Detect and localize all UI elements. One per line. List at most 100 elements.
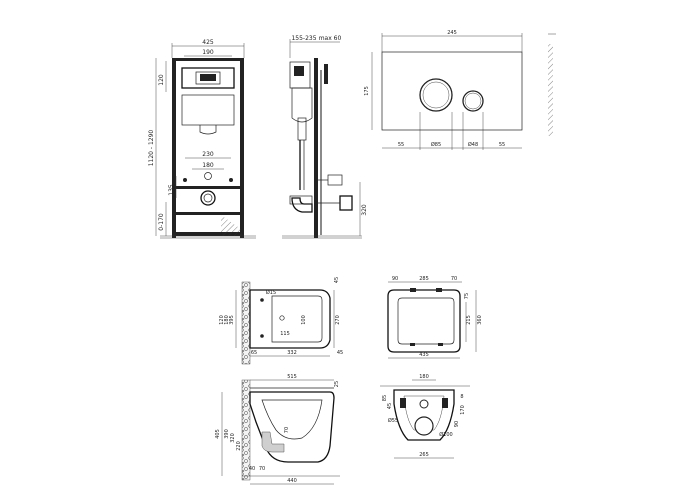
- dim-label-foot: 0-170: [158, 213, 165, 231]
- dim-label-45-top: 45: [334, 277, 340, 283]
- dim-label-8-back: 8: [460, 394, 463, 400]
- dim-label-75-plan: 75: [464, 293, 470, 299]
- flush-plate-profile: [548, 44, 553, 136]
- flush-button-small-inner: [464, 92, 482, 110]
- dim-label-135: 135: [168, 184, 175, 196]
- dim-label-320-side: 320: [230, 433, 236, 443]
- dim-label-425: 425: [202, 39, 214, 46]
- bowl-side-inner: [261, 399, 323, 440]
- dim-label-margin-right: 55: [499, 142, 505, 148]
- bowl-back-outline: [393, 389, 455, 441]
- dim-label-190: 190: [202, 49, 214, 56]
- hinge-left: [410, 288, 416, 292]
- dim-label-90-plan: 90: [392, 276, 398, 282]
- flush-mechanism-inner: [200, 74, 216, 81]
- frame-mid-bar-2: [172, 212, 244, 215]
- dim-label-70-inner: 70: [284, 427, 290, 433]
- dim-label-230: 230: [202, 151, 214, 158]
- drain-outlet-inner: [203, 193, 213, 203]
- flush-plate-front: 245 175 55 Ø85 Ø48 55: [364, 30, 523, 150]
- cistern-box: [181, 94, 235, 126]
- cistern-neck: [199, 125, 217, 135]
- dim-label-215-plan: 215: [466, 315, 472, 325]
- dim-label-70-bottom: 70: [259, 466, 265, 472]
- dim-label-390: 390: [224, 429, 230, 439]
- dim-label-max60: max 60: [319, 35, 342, 42]
- bowl-side-outline: [249, 391, 335, 463]
- bowl-rim-top: [271, 295, 323, 343]
- dim-label-45-bottom: 45: [337, 350, 343, 356]
- installation-frame-side: 155-235 max 60 320: [282, 35, 368, 239]
- mount-hole-top-2: [260, 334, 264, 338]
- dim-label-90-back: 90: [454, 421, 460, 427]
- dim-label-btn-large: Ø85: [431, 141, 441, 148]
- frame-right-post: [240, 58, 244, 238]
- dim-label-180-top: 180: [224, 315, 230, 325]
- dim-label-margin-left: 55: [398, 142, 404, 148]
- dim-label-45-back: 45: [387, 403, 393, 409]
- dim-label-height-range: 1120 - 1290: [148, 130, 155, 167]
- cistern-top-panel: [181, 67, 235, 89]
- side-cistern-body: [291, 87, 313, 123]
- buffer-right: [438, 343, 443, 346]
- bowl-plan-outline: [387, 289, 461, 353]
- dim-label-70-plan: 70: [451, 276, 457, 282]
- back-mount-left: [400, 398, 406, 408]
- fixing-bolt-right: [229, 178, 233, 182]
- dim-label-270: 270: [335, 315, 341, 325]
- back-outlet: [414, 416, 434, 436]
- flush-button-large: [419, 78, 453, 112]
- bowl-plan-seat: [397, 297, 455, 345]
- bowl-outline-top: [249, 289, 331, 349]
- side-drain-elbow: [291, 197, 313, 213]
- dim-label-hole-dia-back: Ø55: [388, 417, 398, 424]
- bowl-top-view: Ø15 395 180 120 270 100 115 65 332 45 45: [219, 277, 343, 365]
- side-wall-line: [320, 70, 322, 235]
- dim-label-395: 395: [229, 315, 235, 325]
- dim-label-285-plan: 285: [419, 276, 429, 282]
- dim-label-100-top: 100: [301, 315, 307, 325]
- side-cistern-top-dark: [294, 66, 304, 76]
- flush-button-large-inner: [422, 81, 450, 109]
- dim-label-245: 245: [447, 30, 457, 36]
- side-outlet-flange: [324, 64, 328, 84]
- wall-stone-side: [241, 379, 251, 481]
- wall-stone-top: [241, 281, 251, 365]
- dim-label-depth: 155-235: [291, 35, 316, 42]
- outlet-top: [279, 315, 285, 321]
- side-cistern-stem: [297, 117, 307, 141]
- bowl-side-section: 515 25 405 390 320 220 70 40 70 440: [215, 374, 340, 485]
- hinge-right: [436, 288, 442, 292]
- side-frame-post: [314, 58, 318, 238]
- supply-connector: [204, 172, 212, 180]
- dim-label-btn-small: Ø48: [468, 141, 478, 148]
- installation-frame-front: 425 190 120 1120 - 1290 0-170 135 230 18…: [148, 39, 256, 239]
- frame-bottom-bar: [172, 232, 244, 236]
- bowl-side-trap: [261, 431, 285, 453]
- dim-label-170-back: 170: [460, 405, 466, 415]
- dim-label-hole-top: Ø15: [266, 289, 276, 296]
- dim-label-220: 220: [236, 441, 242, 451]
- bowl-back-view: 180 85 45 8 170 90 Ø100 Ø55 265: [380, 374, 470, 459]
- flush-plate-side: [548, 33, 556, 136]
- drain-outlet-outer: [200, 190, 216, 206]
- frame-foot-brace: [221, 215, 242, 236]
- back-mount-right: [442, 398, 448, 408]
- dim-label-180-back: 180: [419, 374, 429, 380]
- buffer-left: [410, 343, 415, 346]
- dim-label-65: 65: [251, 350, 257, 356]
- dim-label-115: 115: [280, 331, 290, 337]
- dim-label-405: 405: [215, 429, 221, 439]
- dim-label-40: 40: [249, 466, 255, 472]
- frame-left-post: [172, 58, 176, 238]
- flush-mechanism: [195, 71, 221, 85]
- dim-label-175: 175: [364, 86, 370, 96]
- dim-label-outlet-dia: Ø100: [439, 431, 452, 438]
- frame-mid-bar: [172, 186, 244, 189]
- dim-label-120-top: 120: [219, 315, 225, 325]
- side-drain-coupling-2: [339, 195, 353, 211]
- dim-label-180: 180: [202, 162, 214, 169]
- bowl-plan-view: 90 285 70 75 215 360 435: [387, 276, 483, 359]
- dim-label-435-plan: 435: [419, 352, 429, 358]
